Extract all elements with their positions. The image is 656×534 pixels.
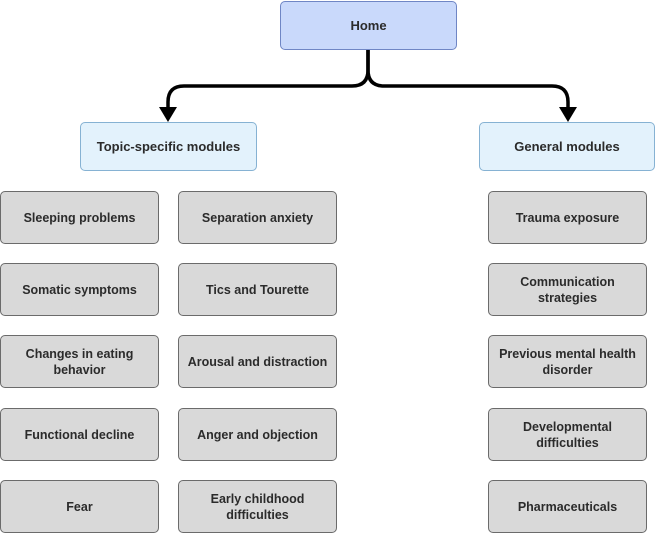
module-trauma-exposure[interactable]: Trauma exposure	[488, 191, 647, 244]
module-label: Trauma exposure	[515, 210, 620, 225]
module-label: Anger and objection	[197, 427, 318, 442]
module-developmental-difficulties[interactable]: Developmental difficulties	[488, 408, 647, 461]
connector-to-topic-specific	[166, 49, 370, 110]
module-separation-anxiety[interactable]: Separation anxiety	[178, 191, 337, 244]
topic-specific-modules-node[interactable]: Topic-specific modules	[80, 122, 257, 171]
topic-specific-modules-label: Topic-specific modules	[96, 138, 241, 154]
arrowhead-general	[559, 107, 577, 122]
home-label: Home	[350, 17, 387, 33]
module-functional-decline[interactable]: Functional decline	[0, 408, 159, 461]
module-label: Separation anxiety	[201, 210, 314, 225]
arrowhead-topic-specific	[159, 107, 177, 122]
module-early-childhood-difficulties[interactable]: Early childhood difficulties	[178, 480, 337, 533]
module-label: Previous mental health disorder	[499, 346, 636, 377]
module-label: Arousal and distraction	[187, 354, 328, 369]
module-label: Somatic symptoms	[22, 282, 137, 297]
module-somatic-symptoms[interactable]: Somatic symptoms	[0, 263, 159, 316]
module-label: Tics and Tourette	[205, 282, 310, 297]
module-label: Pharmaceuticals	[517, 499, 618, 514]
general-modules-label: General modules	[514, 138, 620, 154]
module-fear[interactable]: Fear	[0, 480, 159, 533]
module-label: Communication strategies	[520, 274, 615, 305]
module-label: Sleeping problems	[23, 210, 136, 225]
connector-to-general	[366, 49, 570, 110]
module-label: Changes in eating behavior	[25, 346, 134, 377]
module-tics-and-tourette[interactable]: Tics and Tourette	[178, 263, 337, 316]
module-arousal-and-distraction[interactable]: Arousal and distraction	[178, 335, 337, 388]
module-label: Functional decline	[24, 427, 135, 442]
module-label: Developmental difficulties	[523, 419, 612, 450]
home-node[interactable]: Home	[280, 1, 457, 50]
module-label: Early childhood difficulties	[210, 491, 305, 522]
module-label: Fear	[66, 499, 93, 514]
module-previous-mental-health-disorder[interactable]: Previous mental health disorder	[488, 335, 647, 388]
module-pharmaceuticals[interactable]: Pharmaceuticals	[488, 480, 647, 533]
module-communication-strategies[interactable]: Communication strategies	[488, 263, 647, 316]
general-modules-node[interactable]: General modules	[479, 122, 655, 171]
module-anger-and-objection[interactable]: Anger and objection	[178, 408, 337, 461]
module-sleeping-problems[interactable]: Sleeping problems	[0, 191, 159, 244]
module-changes-in-eating-behavior[interactable]: Changes in eating behavior	[0, 335, 159, 388]
